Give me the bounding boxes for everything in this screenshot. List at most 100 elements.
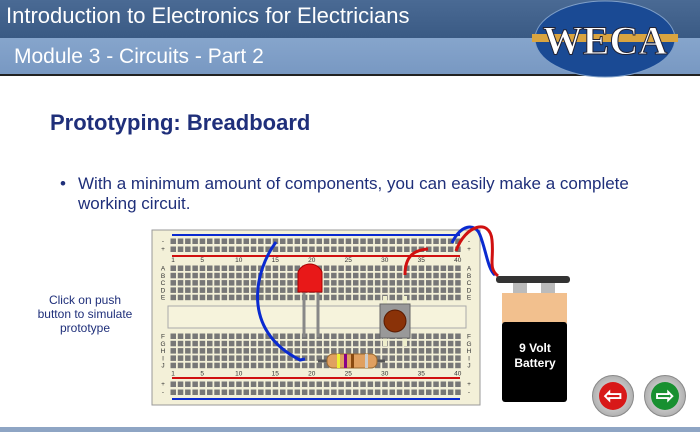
hole bbox=[360, 333, 366, 339]
hole bbox=[250, 355, 257, 361]
hole bbox=[170, 348, 176, 354]
row-label: B bbox=[467, 273, 471, 280]
hole bbox=[192, 381, 198, 387]
back-button[interactable]: ⇦ bbox=[592, 375, 634, 417]
next-button[interactable]: ⇨ bbox=[644, 375, 686, 417]
hole bbox=[207, 246, 213, 252]
hole bbox=[221, 381, 228, 387]
hole bbox=[207, 348, 213, 354]
hole bbox=[447, 362, 454, 369]
hole bbox=[199, 272, 206, 279]
rail-label: - bbox=[162, 238, 164, 245]
hole bbox=[301, 389, 308, 395]
hole bbox=[250, 340, 257, 347]
hole bbox=[338, 381, 344, 387]
hole bbox=[345, 340, 352, 347]
hole bbox=[404, 348, 410, 354]
hole bbox=[360, 348, 366, 354]
hole bbox=[396, 355, 403, 361]
hole bbox=[316, 340, 322, 347]
hole bbox=[258, 340, 264, 347]
hole bbox=[389, 355, 395, 361]
hole bbox=[440, 238, 447, 244]
hole bbox=[418, 340, 425, 347]
hole bbox=[433, 348, 439, 354]
hole bbox=[374, 280, 381, 286]
hole bbox=[228, 381, 235, 387]
hole bbox=[309, 348, 315, 354]
hole bbox=[455, 272, 461, 279]
hole bbox=[338, 389, 344, 395]
hole bbox=[221, 265, 228, 271]
hole bbox=[455, 294, 461, 301]
hole bbox=[447, 294, 454, 301]
hole bbox=[360, 340, 366, 347]
hole bbox=[272, 355, 279, 361]
hole bbox=[389, 381, 395, 387]
hole bbox=[192, 238, 198, 244]
hole bbox=[272, 333, 279, 339]
hole bbox=[236, 333, 242, 339]
hole bbox=[411, 381, 417, 387]
hole bbox=[170, 246, 176, 252]
hole bbox=[382, 280, 388, 286]
hole bbox=[243, 381, 249, 387]
hole bbox=[411, 355, 417, 361]
hole bbox=[455, 265, 461, 271]
hole bbox=[280, 272, 286, 279]
hole bbox=[426, 362, 432, 369]
hole bbox=[404, 362, 410, 369]
hole bbox=[389, 348, 395, 354]
hole bbox=[309, 381, 315, 387]
hole bbox=[170, 362, 176, 369]
push-button[interactable] bbox=[379, 296, 411, 346]
hole bbox=[287, 333, 293, 339]
hole bbox=[447, 287, 454, 293]
hole bbox=[236, 280, 242, 286]
column-label: 25 bbox=[345, 371, 353, 378]
hole bbox=[177, 246, 184, 252]
hole bbox=[331, 333, 337, 339]
hole bbox=[418, 348, 425, 354]
hole bbox=[309, 246, 315, 252]
hole bbox=[199, 381, 206, 387]
rail-label: - bbox=[468, 389, 470, 396]
hole bbox=[294, 333, 301, 339]
hole bbox=[192, 287, 198, 293]
rail-label: - bbox=[468, 238, 470, 245]
hole bbox=[221, 362, 228, 369]
hole bbox=[440, 355, 447, 361]
hole bbox=[418, 265, 425, 271]
hole bbox=[411, 333, 417, 339]
hole bbox=[331, 381, 337, 387]
hole bbox=[360, 389, 366, 395]
hole bbox=[411, 362, 417, 369]
hole bbox=[170, 333, 176, 339]
hole bbox=[396, 340, 403, 347]
row-label: F bbox=[467, 334, 471, 341]
hole bbox=[214, 381, 220, 387]
hole bbox=[170, 294, 176, 301]
hole bbox=[374, 272, 381, 279]
hole bbox=[294, 272, 301, 279]
row-label: J bbox=[161, 363, 164, 370]
hole bbox=[433, 340, 439, 347]
hole bbox=[338, 280, 344, 286]
hole bbox=[426, 333, 432, 339]
column-label: 35 bbox=[418, 371, 426, 378]
hole bbox=[396, 362, 403, 369]
hole bbox=[396, 265, 403, 271]
hole bbox=[199, 287, 206, 293]
hole bbox=[345, 246, 352, 252]
hole bbox=[353, 280, 359, 286]
hole bbox=[331, 265, 337, 271]
hole bbox=[258, 280, 264, 286]
hole bbox=[287, 238, 293, 244]
hole bbox=[243, 280, 249, 286]
hole bbox=[221, 340, 228, 347]
hole bbox=[382, 355, 388, 361]
column-label: 20 bbox=[308, 257, 316, 264]
hole bbox=[258, 355, 264, 361]
row-label: D bbox=[161, 287, 166, 294]
hole bbox=[367, 333, 374, 339]
